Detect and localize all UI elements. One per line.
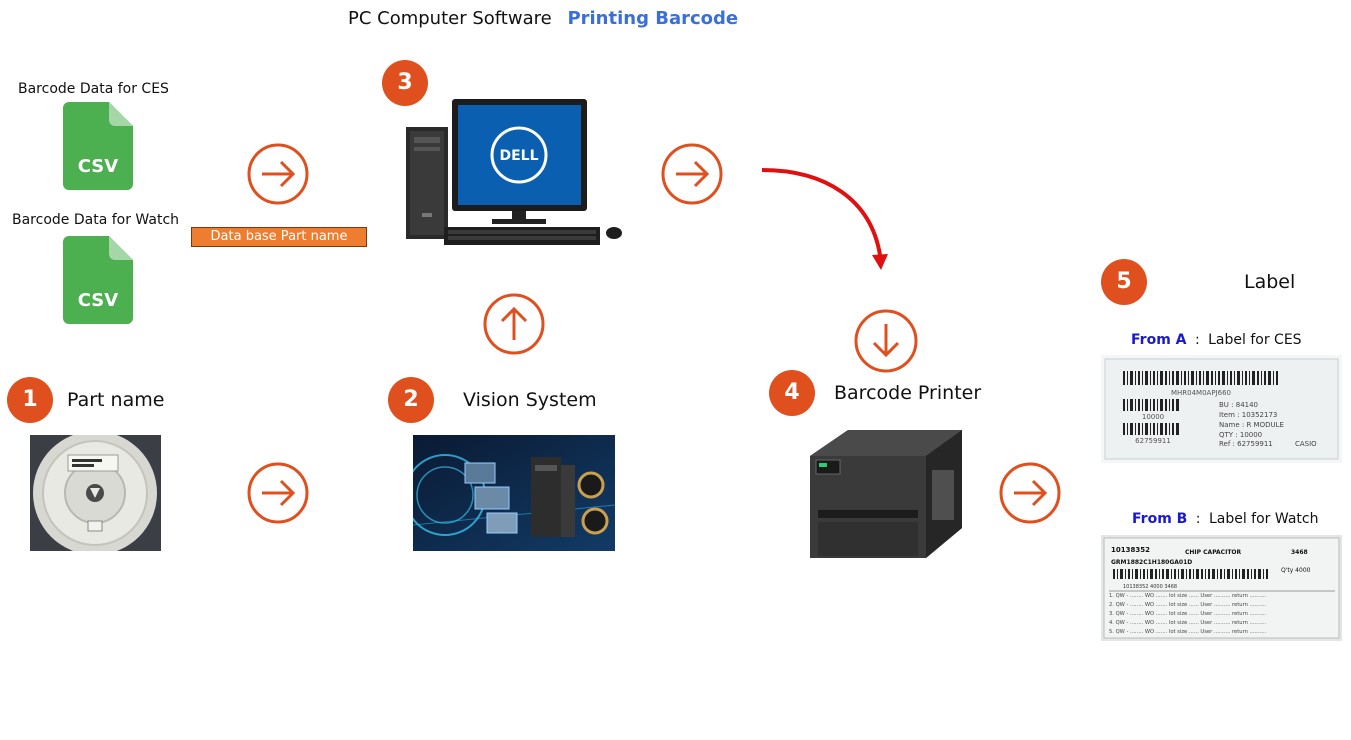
arrow-right-icon (247, 462, 309, 524)
watch-barcode-text: 10138352 4000 3468 (1123, 584, 1177, 590)
barcode-printer-image (810, 430, 962, 558)
label-a-sep: : (1194, 332, 1200, 348)
ces-row: Ref : 62759911 (1219, 440, 1273, 448)
label-a-name: Label for CES (1208, 332, 1302, 348)
ces-brand: CASIO (1295, 440, 1317, 448)
from-a-text: From A (1131, 332, 1187, 348)
desktop-computer-image: DELL (406, 99, 622, 245)
watch-type: CHIP CAPACITOR (1185, 549, 1242, 556)
csv-text: CSV (78, 290, 119, 311)
arrow-up-icon (483, 293, 545, 355)
label-a-caption: From A : Label for CES (1131, 332, 1302, 348)
database-part-name-bar: Data base Part name (191, 227, 367, 247)
watch-row: 1. QW - ........ WO ....... lot size ...… (1109, 593, 1266, 599)
label-b-name: Label for Watch (1208, 511, 1319, 527)
label-b-sep: : (1195, 511, 1201, 527)
step-4-badge: 4 (769, 370, 815, 416)
ces-row: Item : 10352173 (1219, 411, 1277, 419)
vision-system-image (413, 435, 615, 551)
title-text: PC Computer Software (348, 8, 552, 29)
label-b-caption: From B : Label for Watch (1132, 511, 1318, 527)
step-3-badge: 3 (382, 60, 428, 106)
curved-arrow-icon (761, 168, 888, 270)
ces-barcode2-text: 62759911 (1135, 437, 1171, 445)
ces-qty-text: 10000 (1142, 413, 1164, 421)
arrow-right-icon (999, 462, 1061, 524)
watch-qty: Q'ty 4000 (1281, 567, 1311, 574)
watch-row: 3. QW - ........ WO ....... lot size ...… (1109, 611, 1266, 617)
watch-data-label: Barcode Data for Watch (12, 212, 180, 228)
ces-data-label: Barcode Data for CES (18, 81, 169, 97)
arrow-down-icon (854, 309, 918, 373)
page-title: PC Computer Software Printing Barcode (348, 8, 738, 29)
arrow-right-icon (247, 143, 309, 205)
step-5-badge: 5 (1101, 259, 1147, 305)
csv-file-icon: CSV (63, 236, 133, 324)
step-5-label: Label (1244, 271, 1296, 293)
step-2-label: Vision System (463, 389, 597, 411)
watch-code: 3468 (1291, 549, 1308, 556)
watch-row: 4. QW - ........ WO ....... lot size ...… (1109, 620, 1266, 626)
ces-code-text: MHR04M0APJ660 (1171, 389, 1231, 397)
watch-label-image: 10138352 CHIP CAPACITOR 3468 GRM1882C1H1… (1101, 535, 1342, 641)
watch-row: 2. QW - ........ WO ....... lot size ...… (1109, 602, 1266, 608)
step-1-label: Part name (67, 389, 165, 411)
step-1-badge: 1 (7, 377, 53, 423)
ces-row: BU : 84140 (1219, 401, 1258, 409)
ces-row: QTY : 10000 (1219, 431, 1262, 439)
watch-id: 10138352 (1111, 546, 1150, 554)
watch-part: GRM1882C1H180GA01D (1111, 559, 1192, 566)
csv-text: CSV (78, 156, 119, 177)
part-reel-image (30, 435, 161, 551)
monitor-logo-text: DELL (499, 148, 538, 164)
ces-row: Name : R MODULE (1219, 421, 1284, 429)
watch-row: 5. QW - ........ WO ....... lot size ...… (1109, 629, 1266, 635)
subtitle-text: Printing Barcode (567, 8, 739, 29)
ces-label-image: MHR04M0APJ660 10000 62759911 BU : 84140 … (1101, 355, 1342, 463)
csv-file-icon: CSV (63, 102, 133, 190)
from-b-text: From B (1132, 511, 1188, 527)
step-4-label: Barcode Printer (834, 382, 982, 404)
step-2-badge: 2 (388, 377, 434, 423)
arrow-right-icon (661, 143, 723, 205)
